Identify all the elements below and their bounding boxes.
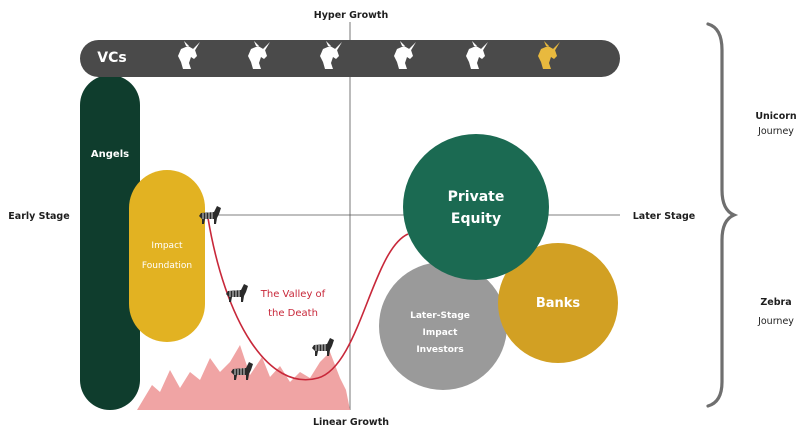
mountains-shape [137, 345, 350, 410]
angels-column [80, 75, 140, 410]
impact-foundation-label-line1: Impact [151, 241, 183, 251]
vcs-label: VCs [97, 50, 126, 66]
axis-top-label: Hyper Growth [314, 10, 389, 21]
private-equity-circle [403, 134, 549, 280]
banks-label: Banks [536, 296, 581, 311]
zebra-journey-label-line1: Zebra [760, 297, 791, 308]
zebra-icon [311, 337, 335, 357]
later-stage-impact-circle [379, 262, 507, 390]
banks-circle [498, 243, 618, 363]
unicorn-journey-label-line1: Unicorn [755, 111, 797, 122]
golden-unicorn-head-icon [538, 41, 560, 69]
later-stage-impact-label-line1: Later-Stage [410, 311, 470, 321]
vcs-bar [80, 40, 620, 77]
valley-label-line1: The Valley of [260, 289, 326, 300]
journey-brace [706, 22, 739, 408]
private-equity-label-line1: Private [448, 189, 505, 205]
impact-foundation-label-line2: Foundation [142, 261, 192, 271]
unicorn-journey-label-line2: Journey [757, 126, 794, 137]
zebra-journey-label-line2: Journey [757, 316, 794, 327]
later-stage-impact-label-line2: Impact [423, 328, 459, 338]
axis-right-label: Later Stage [633, 211, 695, 222]
private-equity-label-line2: Equity [451, 211, 501, 227]
axis-left-label: Early Stage [8, 211, 69, 222]
angels-label: Angels [91, 149, 129, 160]
later-stage-impact-label-line3: Investors [416, 345, 463, 355]
zebra-icon [225, 283, 249, 303]
impact-foundation-shape [129, 170, 205, 342]
axis-bottom-label: Linear Growth [313, 417, 389, 428]
valley-label-line2: the Death [268, 308, 318, 319]
